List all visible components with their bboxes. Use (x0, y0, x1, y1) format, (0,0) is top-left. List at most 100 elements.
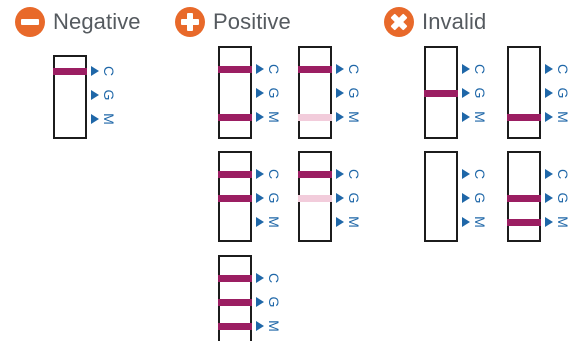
pointer-triangle-icon (462, 193, 470, 203)
line-label-c: C (462, 166, 488, 182)
pointer-triangle-icon (91, 90, 99, 100)
line-label-m: M (256, 214, 282, 230)
pointer-triangle-icon (256, 169, 264, 179)
band-g-faint (298, 194, 332, 202)
negative-heading: Negative (15, 7, 141, 37)
line-label-g: G (336, 190, 362, 206)
pointer-triangle-icon (256, 64, 264, 74)
line-label-m: M (462, 109, 488, 125)
line-label-g: G (256, 85, 282, 101)
line-letter: M (266, 216, 282, 228)
pointer-triangle-icon (336, 217, 344, 227)
pointer-triangle-icon (462, 88, 470, 98)
test-strip-positive (218, 255, 252, 341)
pointer-triangle-icon (256, 217, 264, 227)
line-letter: M (472, 216, 488, 228)
line-letter: M (266, 320, 282, 332)
pointer-triangle-icon (256, 273, 264, 283)
line-letter: C (266, 168, 282, 180)
test-strip-positive (218, 46, 252, 139)
positive-heading: Positive (175, 7, 291, 37)
line-letter: C (346, 63, 362, 75)
pointer-triangle-icon (545, 217, 553, 227)
band-c (218, 170, 252, 178)
line-label-c: C (256, 61, 282, 77)
line-letter: G (346, 87, 362, 99)
test-strip-positive (298, 46, 332, 139)
band-m-faint (298, 113, 332, 121)
band-c (298, 170, 332, 178)
line-letter: M (555, 111, 571, 123)
line-letter: M (346, 216, 362, 228)
invalid-heading: Invalid (384, 7, 486, 37)
band-g (218, 194, 252, 202)
pointer-triangle-icon (336, 193, 344, 203)
positive-title: Positive (213, 9, 291, 34)
band-m (507, 113, 541, 121)
pointer-triangle-icon (545, 169, 553, 179)
pointer-triangle-icon (462, 169, 470, 179)
band-m (218, 322, 252, 330)
pointer-triangle-icon (336, 112, 344, 122)
band-m (218, 113, 252, 121)
pointer-triangle-icon (336, 169, 344, 179)
line-label-c: C (336, 61, 362, 77)
pointer-triangle-icon (336, 64, 344, 74)
line-letter: M (555, 216, 571, 228)
line-label-m: M (462, 214, 488, 230)
line-label-c: C (545, 61, 571, 77)
line-letter: G (472, 87, 488, 99)
pointer-triangle-icon (545, 88, 553, 98)
line-label-c: C (91, 63, 117, 79)
line-letter: C (555, 168, 571, 180)
line-label-g: G (256, 190, 282, 206)
line-letter: C (472, 63, 488, 75)
band-c (298, 65, 332, 73)
line-letter: C (266, 272, 282, 284)
line-label-m: M (336, 109, 362, 125)
pointer-triangle-icon (91, 66, 99, 76)
test-strip-negative (53, 55, 87, 139)
line-label-c: C (256, 166, 282, 182)
band-g (424, 89, 458, 97)
band-c (218, 274, 252, 282)
line-letter: C (266, 63, 282, 75)
line-letter: M (346, 111, 362, 123)
plus-circle-icon (175, 7, 205, 37)
band-c (218, 65, 252, 73)
line-label-c: C (336, 166, 362, 182)
line-letter: M (101, 113, 117, 125)
test-strip-invalid (424, 151, 458, 242)
test-strip-positive (298, 151, 332, 242)
line-letter: M (472, 111, 488, 123)
band-m (507, 218, 541, 226)
line-label-g: G (256, 294, 282, 310)
line-letter: G (101, 89, 117, 101)
line-letter: C (472, 168, 488, 180)
line-label-m: M (91, 111, 117, 127)
line-label-c: C (256, 270, 282, 286)
pointer-triangle-icon (256, 112, 264, 122)
pointer-triangle-icon (256, 297, 264, 307)
pointer-triangle-icon (256, 88, 264, 98)
band-g (218, 298, 252, 306)
line-label-g: G (462, 85, 488, 101)
band-c (53, 67, 87, 75)
test-strip-positive (218, 151, 252, 242)
line-letter: G (472, 192, 488, 204)
line-label-g: G (336, 85, 362, 101)
line-label-g: G (91, 87, 117, 103)
line-letter: G (555, 192, 571, 204)
band-g (507, 194, 541, 202)
pointer-triangle-icon (91, 114, 99, 124)
line-label-m: M (336, 214, 362, 230)
pointer-triangle-icon (256, 321, 264, 331)
x-circle-icon (384, 7, 414, 37)
pointer-triangle-icon (462, 64, 470, 74)
pointer-triangle-icon (336, 88, 344, 98)
line-letter: C (346, 168, 362, 180)
line-letter: G (555, 87, 571, 99)
pointer-triangle-icon (545, 64, 553, 74)
line-letter: G (266, 296, 282, 308)
invalid-title: Invalid (422, 9, 487, 34)
